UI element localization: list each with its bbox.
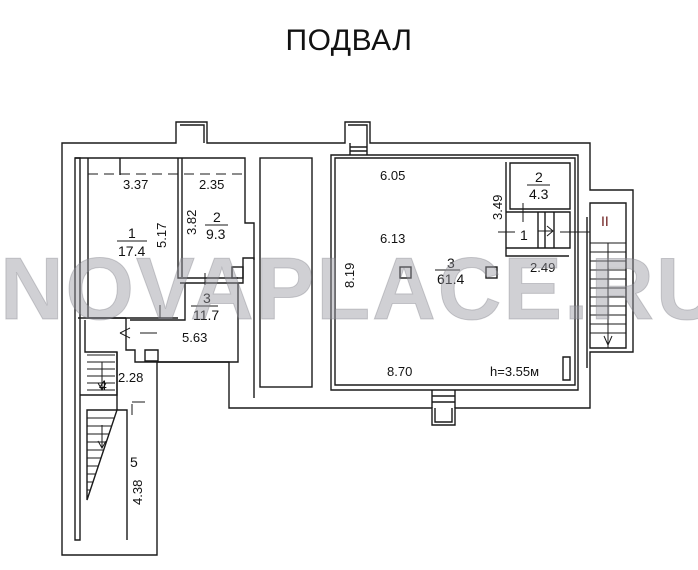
- dim-room1-depth: 5.17: [154, 223, 169, 248]
- room-r1-number: 1: [520, 227, 528, 243]
- dim-corridor-length: 2.28: [118, 370, 143, 385]
- stair-4: [87, 354, 115, 392]
- floor-title: ПОДВАЛ: [285, 24, 413, 57]
- room-3-area: 11.7: [193, 307, 219, 323]
- left-block-walls: [74, 157, 255, 541]
- room-2-number: 2: [213, 209, 221, 225]
- ceiling-height: h=3.55м: [490, 364, 539, 379]
- stair-5: [86, 409, 118, 501]
- room-r2-number: 2: [535, 169, 543, 185]
- hall-3-area: 61.4: [437, 271, 464, 287]
- dim-room-r2-depth: 3.49: [490, 195, 505, 220]
- room-1-number: 1: [128, 225, 136, 241]
- dim-room2-width: 2.35: [199, 177, 224, 192]
- room-5-number: 5: [130, 454, 138, 470]
- staircase-II: [586, 202, 627, 368]
- room-2-area: 9.3: [206, 226, 226, 242]
- room-1-area: 17.4: [118, 243, 145, 259]
- dim-room5-length: 4.38: [130, 480, 145, 505]
- room-r2-area: 4.3: [529, 186, 549, 202]
- dim-room2-depth: 3.82: [184, 210, 199, 235]
- staircase-label: II: [601, 213, 609, 229]
- dim-side-width: 2.49: [530, 260, 555, 275]
- dim-top-width: 6.05: [380, 168, 405, 183]
- room-3-number: 3: [203, 290, 211, 306]
- right-block-walls: [330, 143, 590, 408]
- dim-room1-width: 3.37: [123, 177, 148, 192]
- dim-room3-width: 5.63: [182, 330, 207, 345]
- hall-3-number: 3: [447, 255, 455, 271]
- room-4-number: 4: [99, 377, 107, 393]
- dim-depth: 8.19: [342, 263, 357, 288]
- corridor-column: [259, 157, 313, 388]
- dim-mid-width: 6.13: [380, 231, 405, 246]
- dim-bottom-width: 8.70: [387, 364, 412, 379]
